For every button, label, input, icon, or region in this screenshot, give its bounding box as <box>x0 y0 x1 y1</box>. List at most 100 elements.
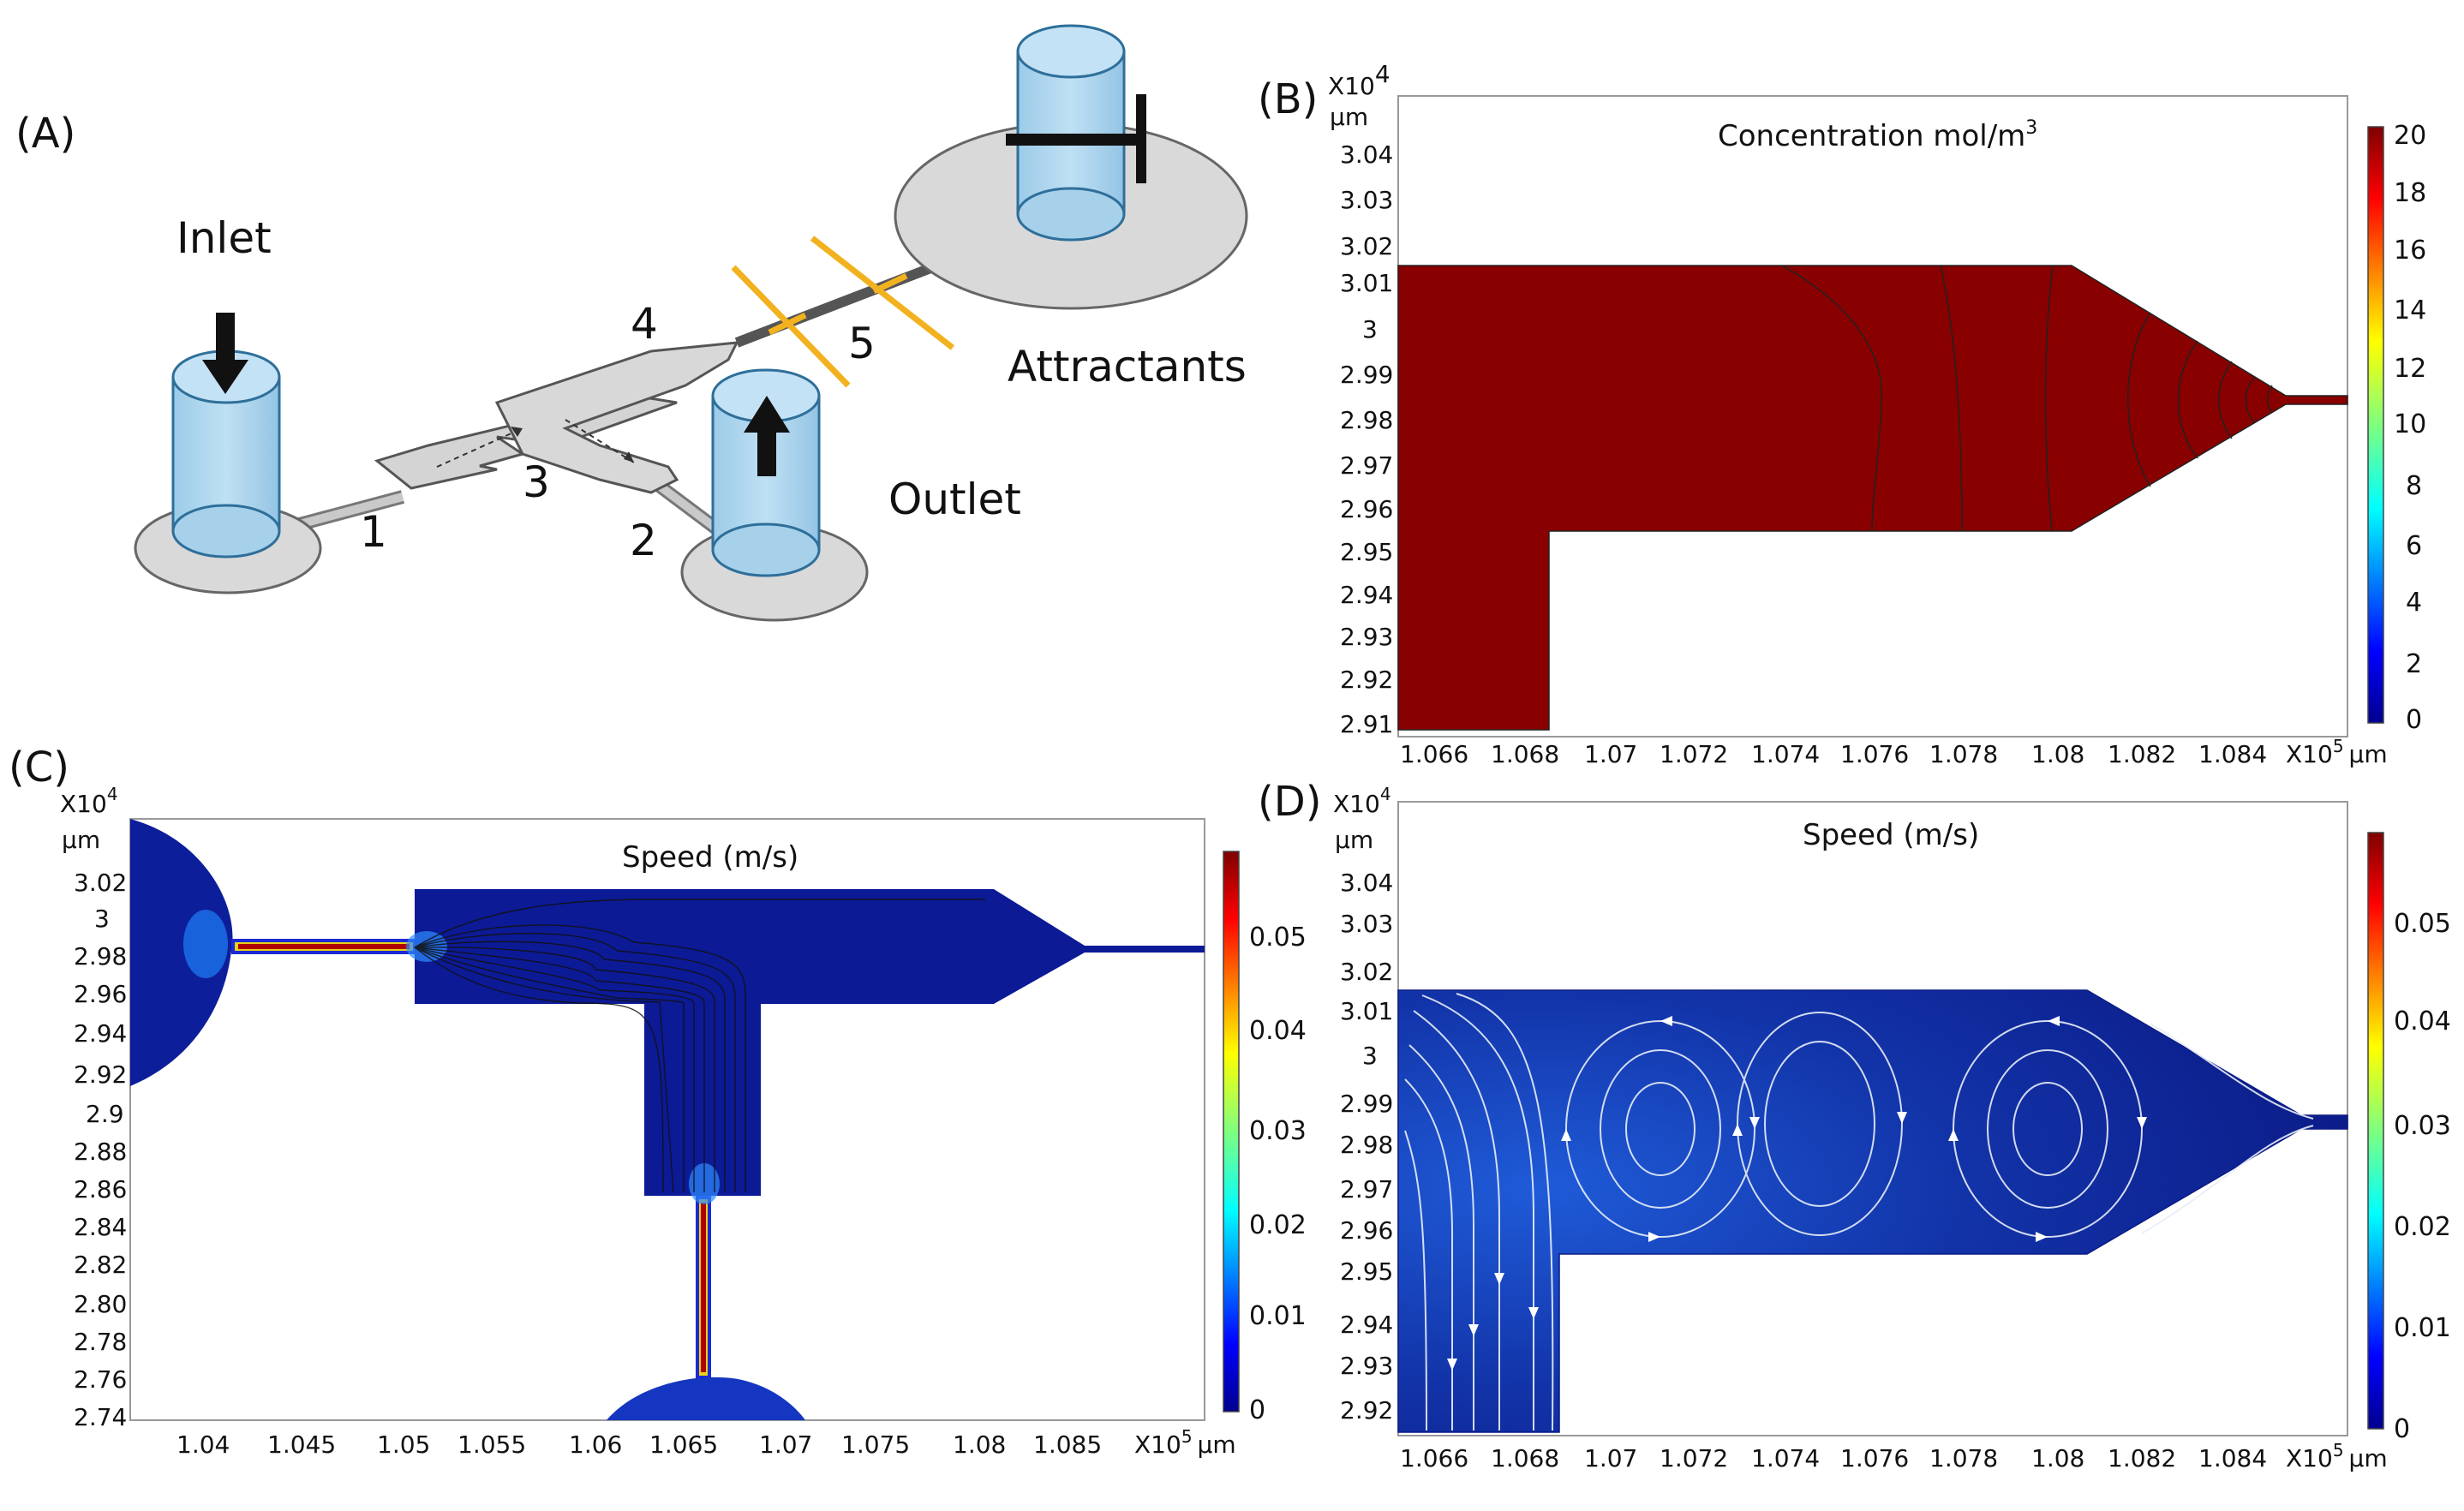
y-tick-label: 3 <box>1362 315 1378 343</box>
x-tick-label: 1.07 <box>1584 740 1637 768</box>
inlet-arrow-icon <box>202 313 248 394</box>
y-tick-label: 3.02 <box>1340 958 1393 986</box>
y-tick-label: 2.84 <box>74 1213 127 1241</box>
y-tick-label: 2.74 <box>74 1403 127 1431</box>
y-tick-label: 2.88 <box>74 1138 127 1166</box>
channel-number-3: 3 <box>523 457 550 507</box>
channel-number-2: 2 <box>630 516 657 565</box>
x-tick-label: 1.05 <box>377 1430 430 1459</box>
x-tick-label: 1.07 <box>759 1430 812 1459</box>
x-tick-label: 1.066 <box>1400 1444 1468 1472</box>
y-tick-label: 3.01 <box>1340 269 1393 297</box>
y-tick-label: 2.94 <box>1340 581 1393 609</box>
y-tick-label: 2.93 <box>1340 1352 1393 1380</box>
colorbar-tick: 0 <box>2406 705 2422 735</box>
concentration-contours <box>1781 265 2273 532</box>
x-tick-label: 1.045 <box>267 1430 336 1459</box>
x-tick-label: 1.076 <box>1840 1444 1909 1472</box>
x-tick-label: 1.076 <box>1840 740 1909 768</box>
inlet-reservoir-field <box>130 819 233 1086</box>
y-tick-label: 3.03 <box>1340 910 1393 938</box>
colorbar-c: 0.05 0.04 0.03 0.02 0.01 0 <box>1223 851 1307 1425</box>
x-axis-b: 1.066 1.068 1.07 1.072 1.074 1.076 1.078… <box>1400 736 2388 768</box>
y-axis-d: 3.04 3.03 3.02 3.01 3 2.99 2.98 2.97 2.9… <box>1340 869 1393 1424</box>
colorbar-tick: 18 <box>2394 178 2426 208</box>
colorbar-tick: 0.05 <box>1249 923 1307 953</box>
concentration-field <box>1397 265 2348 731</box>
colorbar-tick: 4 <box>2406 588 2422 618</box>
y-tick-label: 2.95 <box>1340 1257 1393 1286</box>
y-tick-label: 2.93 <box>1340 623 1393 651</box>
plot-title-c: Speed (m/s) <box>622 840 798 875</box>
panel-label-b: (B) <box>1258 75 1318 123</box>
y-tick-label: 2.94 <box>1340 1311 1393 1339</box>
channel-number-4: 4 <box>631 299 658 349</box>
x-tick-label: 1.08 <box>2031 740 2084 768</box>
y-tick-label: 3.02 <box>1340 232 1393 260</box>
streamlines-c <box>414 899 985 1193</box>
y-tick-label: 2.96 <box>1340 1216 1393 1245</box>
y-tick-label: 2.78 <box>74 1328 127 1356</box>
x-tick-label: 1.068 <box>1491 1444 1559 1472</box>
colorbar-tick: 0.03 <box>1249 1116 1307 1146</box>
colorbar-tick: 0.02 <box>1249 1210 1307 1240</box>
y-unit-label-d: µm <box>1335 826 1373 854</box>
gate-markers <box>731 236 955 388</box>
y-tick-label: 2.82 <box>74 1251 127 1279</box>
colorbar-tick: 20 <box>2394 121 2426 151</box>
inlet-reservoir <box>134 349 322 594</box>
y-tick-label: 2.86 <box>74 1175 127 1203</box>
y-tick-label: 2.94 <box>74 1019 127 1048</box>
x-tick-label: 1.055 <box>458 1430 526 1459</box>
x-tick-label: 1.066 <box>1400 740 1468 768</box>
panel-label-c: (C) <box>9 744 69 791</box>
colorbar-tick: 8 <box>2406 471 2422 501</box>
colorbar-b: 20 18 16 14 12 10 8 6 4 2 0 <box>2367 121 2426 735</box>
x-tick-label: 1.075 <box>841 1430 910 1459</box>
colorbar-tick: 14 <box>2394 296 2426 325</box>
x-tick-label: 1.084 <box>2198 740 2267 768</box>
outlet-reservoir <box>680 368 869 622</box>
colorbar-tick: 0.04 <box>2394 1006 2451 1036</box>
colorbar-tick: 0.03 <box>2394 1111 2451 1141</box>
colorbar-tick: 0.01 <box>2394 1313 2451 1343</box>
x-tick-label: 1.084 <box>2198 1444 2267 1472</box>
panel-label-a: (A) <box>15 110 75 158</box>
y-tick-label: 2.99 <box>1340 1090 1393 1118</box>
x-tick-label: 1.085 <box>1033 1430 1102 1459</box>
y-axis-b: 3.04 3.03 3.02 3.01 3 2.99 2.98 2.97 2.9… <box>1340 140 1393 738</box>
x-tick-label: 1.074 <box>1751 1444 1820 1472</box>
x-tick-label: 1.074 <box>1751 740 1820 768</box>
y-tick-label: 2.92 <box>1340 666 1393 694</box>
y-tick-label: 2.98 <box>1340 406 1393 434</box>
attractant-reservoir <box>894 24 1248 310</box>
y-tick-label: 2.92 <box>74 1060 127 1089</box>
x-tick-label: 1.078 <box>1929 1444 1998 1472</box>
inlet-label: Inlet <box>176 213 272 263</box>
y-tick-label: 3.04 <box>1340 869 1393 897</box>
panel-b: (B) X104 µm Concentration mol/m3 3.04 3.… <box>1258 60 2426 768</box>
y-tick-label: 2.95 <box>1340 538 1393 566</box>
outlet-arrow-icon <box>744 396 790 476</box>
plot-title-b: Concentration mol/m3 <box>1718 117 2037 153</box>
y-tick-label: 3 <box>94 905 110 933</box>
y-axis-c: 3.02 3 2.98 2.96 2.94 2.92 2.9 2.88 2.86… <box>74 869 127 1431</box>
y-tick-label: 3.04 <box>1340 140 1393 169</box>
y-tick-label: 2.98 <box>1340 1131 1393 1159</box>
colorbar-tick: 6 <box>2406 531 2422 561</box>
y-tick-label: 3.02 <box>74 869 127 897</box>
y-tick-label: 2.76 <box>74 1365 127 1394</box>
y-tick-label: 3 <box>1362 1042 1378 1070</box>
channel-number-5: 5 <box>848 319 876 368</box>
y-scale-label-d: X104 <box>1333 784 1391 818</box>
colorbar-tick: 0.02 <box>2394 1212 2451 1242</box>
colorbar-tick: 0 <box>1249 1395 1265 1425</box>
y-tick-label: 3.01 <box>1340 997 1393 1025</box>
panel-a: (A) <box>15 24 1248 622</box>
colorbar-tick: 12 <box>2394 354 2426 384</box>
y-tick-label: 2.97 <box>1340 1175 1393 1203</box>
panel-c: (C) X104 µm Speed (m/s) <box>9 744 1307 1459</box>
